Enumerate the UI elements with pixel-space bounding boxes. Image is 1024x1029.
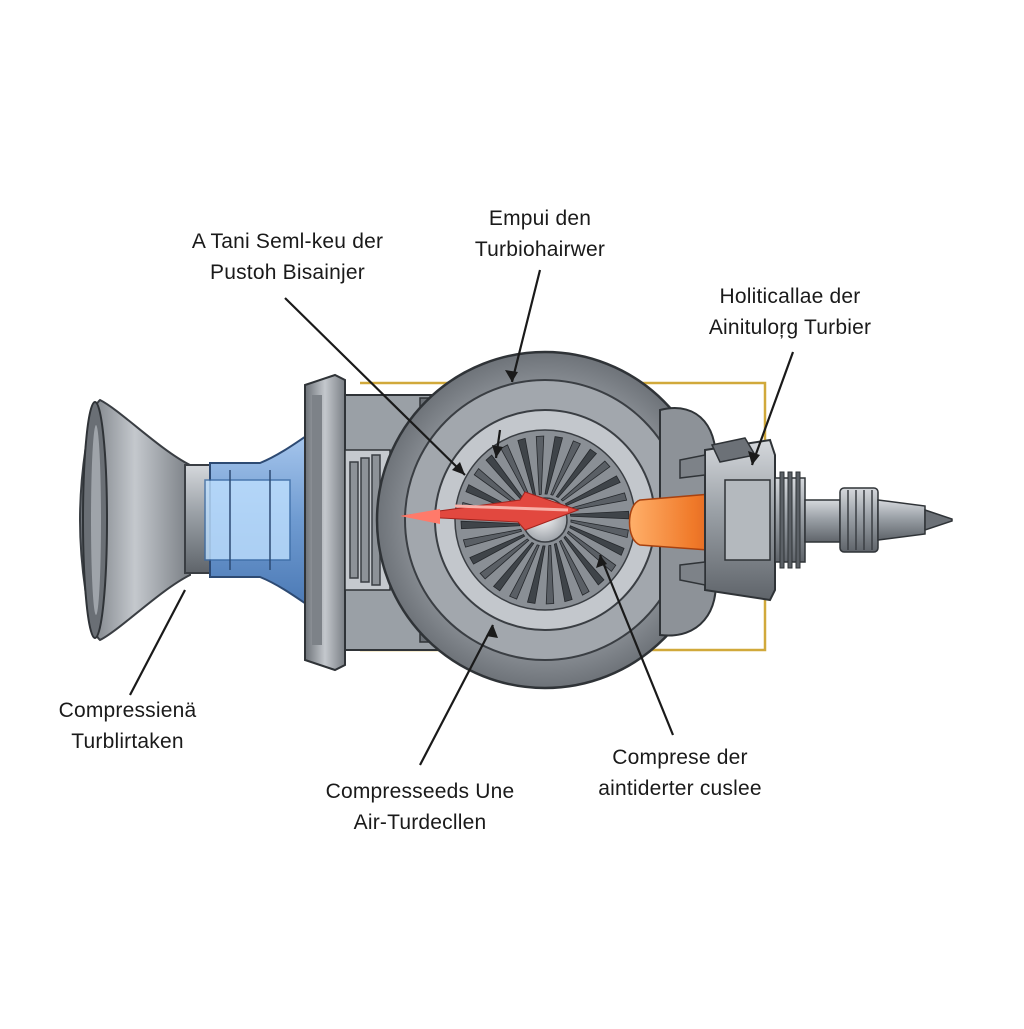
- turbine-blade: [462, 528, 523, 548]
- turbine-blade: [555, 448, 598, 499]
- label-top-center-line1: Empui den: [488, 207, 592, 230]
- turbine-blade: [492, 541, 535, 592]
- turbine-blade: [559, 539, 590, 596]
- label-bottom-left: Compressienä Turblirtaken: [45, 695, 210, 757]
- turbine-blade: [535, 435, 545, 496]
- label-top-left: A Tani Seml-keu der Pustoh Bisainjer: [180, 226, 395, 288]
- turbine-blade: [509, 544, 540, 600]
- label-top-right-line2: Ainituloŗg Turbier: [708, 316, 872, 339]
- turbine-blade: [563, 535, 605, 586]
- label-top-center: Empui den Turbiohairwer: [450, 203, 630, 265]
- turbine-blade: [560, 460, 611, 502]
- label-bottom-right-line1: Comprese der: [612, 746, 748, 769]
- leader-bottom-right: [598, 554, 675, 736]
- turbine-blade: [545, 544, 555, 605]
- intake-duct: [184, 428, 316, 612]
- leader-bottom-left: [129, 589, 186, 696]
- label-top-left-line1: A Tani Seml-keu der: [191, 230, 384, 253]
- output-shaft: [774, 471, 953, 569]
- leader-bottom-center: [419, 624, 494, 766]
- turbine-blade: [526, 545, 546, 604]
- label-bottom-right: Comprese der aintiderter cuslee: [580, 742, 780, 804]
- turbine-blade: [479, 538, 530, 580]
- leader-top-center: [510, 269, 542, 383]
- label-top-left-line2: Pustoh Bisainjer: [210, 261, 365, 284]
- label-bottom-center-line1: Compresseeds Une: [325, 780, 515, 803]
- label-bottom-center-line2: Air-Turdecllen: [353, 811, 487, 834]
- label-bottom-left-line1: Compressienä: [58, 699, 197, 722]
- turbine-blade: [550, 440, 581, 496]
- turbine-blade: [553, 542, 573, 603]
- turbine-blade: [570, 519, 629, 539]
- turbine-blade: [460, 520, 521, 530]
- leader-top-left: [284, 297, 466, 476]
- compressor-flange: [304, 373, 346, 672]
- leader-top-right: [750, 351, 795, 466]
- label-bottom-center: Compresseeds Une Air-Turdecllen: [310, 776, 530, 838]
- label-bottom-right-line2: aintiderter cuslee: [598, 777, 762, 800]
- leader-arrowheads: [452, 370, 760, 638]
- flow-arrow-icon: [400, 491, 580, 531]
- turbine-outlet-housing: [679, 437, 776, 602]
- turbine-blade: [564, 475, 621, 506]
- label-top-center-line2: Turbiohairwer: [474, 238, 606, 261]
- intake-horn: [78, 398, 191, 642]
- turbine-blade: [469, 534, 526, 565]
- turbine-blade: [544, 436, 564, 495]
- turbine-blade: [569, 525, 625, 556]
- label-top-right: Holiticallae der Ainituloŗg Turbier: [690, 281, 890, 343]
- label-top-right-line1: Holiticallae der: [719, 285, 861, 308]
- label-bottom-left-line2: Turblirtaken: [71, 730, 184, 753]
